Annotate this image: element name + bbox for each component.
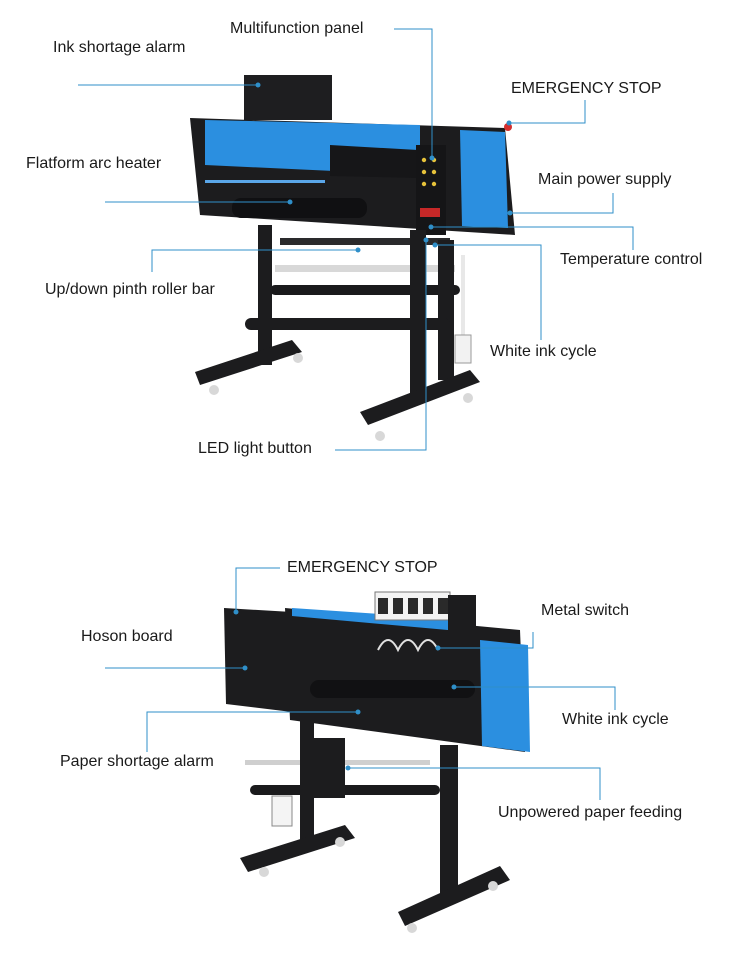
printer-front — [190, 75, 515, 441]
label-emergency-stop-top: EMERGENCY STOP — [511, 80, 662, 97]
printer-back — [224, 591, 530, 933]
label-multifunction-panel: Multifunction panel — [230, 20, 364, 37]
label-hoson-board: Hoson board — [81, 628, 173, 645]
label-metal-switch: Metal switch — [541, 602, 630, 619]
label-emergency-stop-bottom: EMERGENCY STOP — [287, 559, 438, 576]
label-temperature-control: Temperature control — [560, 251, 703, 268]
label-paper-shortage-alarm: Paper shortage alarm — [60, 753, 214, 770]
temperature-display — [420, 208, 440, 217]
label-white-ink-cycle-bottom: White ink cycle — [562, 711, 669, 728]
label-unpowered-paper-feeding: Unpowered paper feeding — [498, 804, 683, 821]
label-led-light-button: LED light button — [198, 440, 312, 457]
ink-shortage-alarm-box — [244, 75, 332, 120]
hoson-board-box — [224, 608, 292, 712]
leader-lines — [78, 28, 634, 800]
label-ink-shortage-alarm: Ink shortage alarm — [53, 39, 186, 56]
label-up-down-pinth-roller-bar: Up/down pinth roller bar — [45, 281, 215, 298]
leader-dots — [233, 82, 513, 771]
label-main-power-supply: Main power supply — [538, 171, 672, 188]
arc-heater — [232, 198, 367, 218]
label-flatform-arc-heater: Flatform arc heater — [26, 155, 162, 172]
label-white-ink-cycle-top: White ink cycle — [490, 343, 597, 360]
